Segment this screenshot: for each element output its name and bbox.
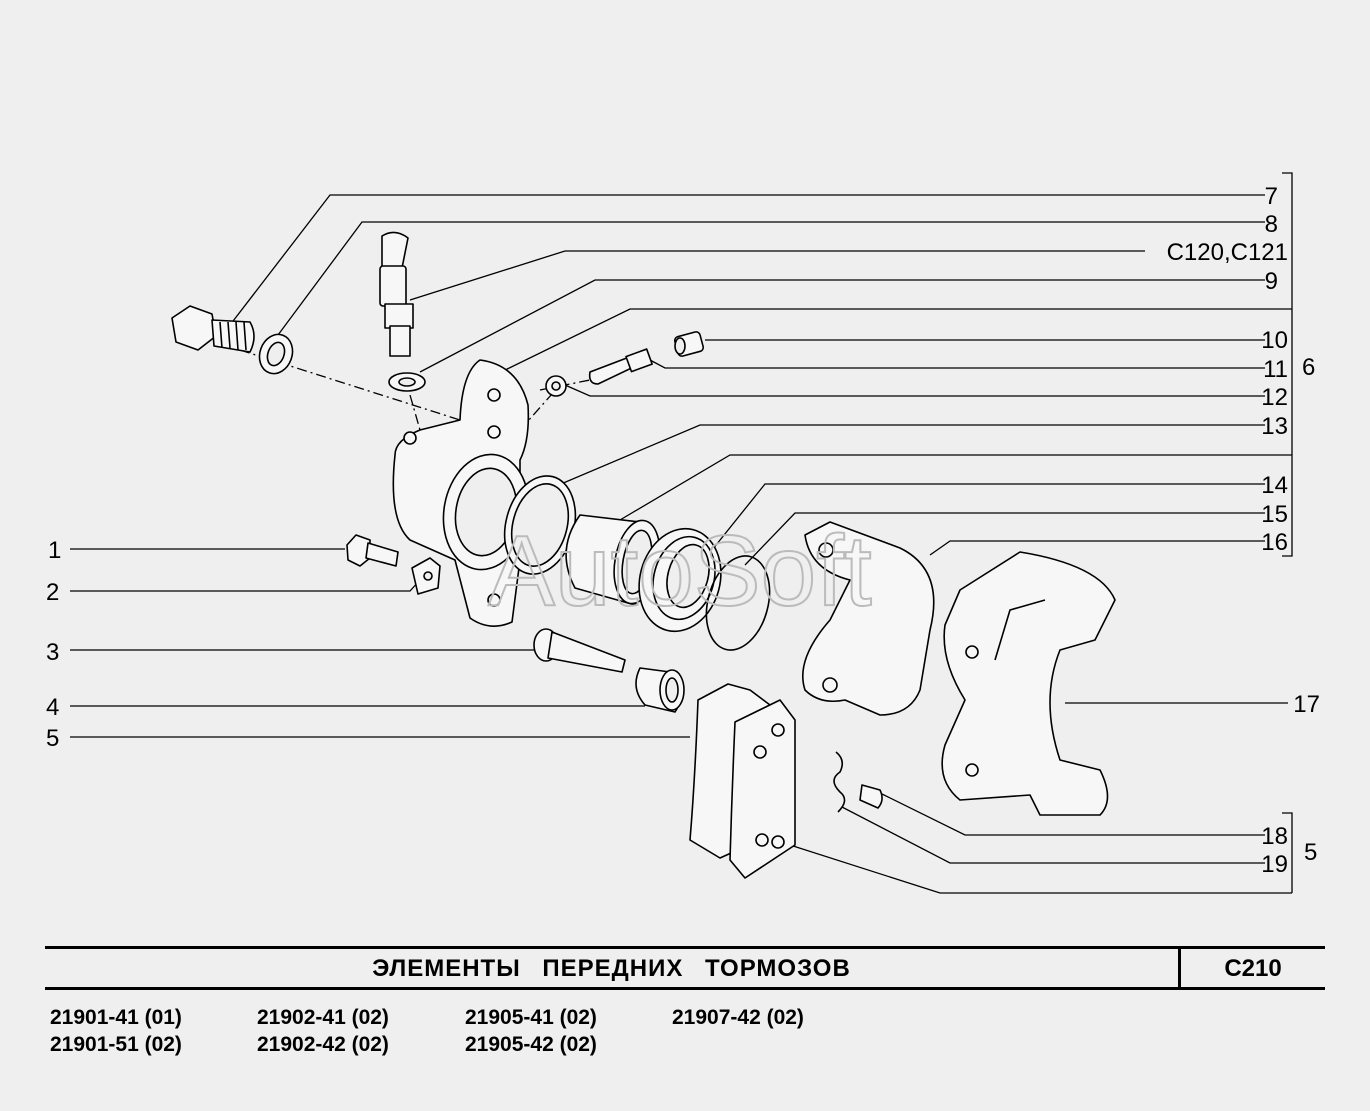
callout-4: 4 <box>46 694 59 721</box>
model-code: 21905-42 (02) <box>465 1033 597 1056</box>
caliper-bracket-17 <box>941 551 1116 816</box>
callout-3: 3 <box>46 639 59 666</box>
model-code: 21905-41 (02) <box>465 1006 597 1029</box>
seal-ring-13 <box>503 475 577 575</box>
leader-lines <box>70 172 1293 894</box>
guide-boot-4 <box>635 667 685 713</box>
model-code: 21901-51 (02) <box>50 1033 182 1056</box>
callout-2: 2 <box>46 579 59 606</box>
model-code: 21902-42 (02) <box>257 1033 389 1056</box>
brake-hose <box>379 231 414 357</box>
washer-9 <box>388 372 426 392</box>
bolt-7 <box>171 305 255 353</box>
model-code: 21902-41 (02) <box>257 1006 389 1029</box>
title-block: ЭЛЕМЕНТЫ ПЕРЕДНИХ ТОРМОЗОВ C210 <box>45 946 1325 990</box>
callout-12: 12 <box>1261 384 1288 411</box>
piston-boot-15 <box>638 527 722 633</box>
model-code: 21901-41 (01) <box>50 1006 182 1029</box>
bleeder-cap-10 <box>673 331 705 357</box>
callout-5: 5 <box>46 725 59 752</box>
washer-8 <box>258 333 294 375</box>
callout-15: 15 <box>1261 501 1288 528</box>
bleeder-valve-11 <box>588 348 653 385</box>
callout-17: 17 <box>1293 691 1320 718</box>
bleeder-cap-12 <box>545 375 567 397</box>
guide-bracket <box>802 521 935 716</box>
callout-18: 18 <box>1261 823 1288 850</box>
callout-19: 19 <box>1261 851 1288 878</box>
callout-10: 10 <box>1261 327 1288 354</box>
callout-9: 9 <box>1265 268 1278 295</box>
callout-labels: 7 8 C120,C121 9 10 11 12 13 14 15 16 6 1… <box>46 183 1320 878</box>
diagram-title: ЭЛЕМЕНТЫ ПЕРЕДНИХ ТОРМОЗОВ <box>372 955 851 982</box>
pad-spring-clip-19 <box>833 751 846 813</box>
pad-pin-18 <box>859 784 883 809</box>
callout-8: 8 <box>1265 211 1278 238</box>
brake-pads-5 <box>689 683 796 879</box>
callout-16: 16 <box>1261 529 1288 556</box>
guide-pin-3 <box>533 628 626 673</box>
callout-13: 13 <box>1261 413 1288 440</box>
callout-14: 14 <box>1261 472 1288 499</box>
model-code: 21907-42 (02) <box>672 1006 804 1029</box>
callout-7: 7 <box>1265 183 1278 210</box>
bolt-1 <box>346 534 399 567</box>
title-divider <box>1178 949 1181 987</box>
callout-1: 1 <box>48 537 61 564</box>
retaining-ring-16 <box>705 555 771 651</box>
callout-6: 6 <box>1302 354 1315 381</box>
diagram-code: C210 <box>1224 955 1282 982</box>
lock-plate-2 <box>411 557 441 595</box>
exploded-diagram: AutoSoft 7 8 C120,C121 9 10 11 12 13 14 … <box>46 172 1320 894</box>
callout-11: 11 <box>1263 356 1288 383</box>
callout-ref-c120-c121: C120,C121 <box>1167 239 1288 266</box>
callout-5-group: 5 <box>1304 839 1317 866</box>
watermark: AutoSoft <box>488 515 872 627</box>
